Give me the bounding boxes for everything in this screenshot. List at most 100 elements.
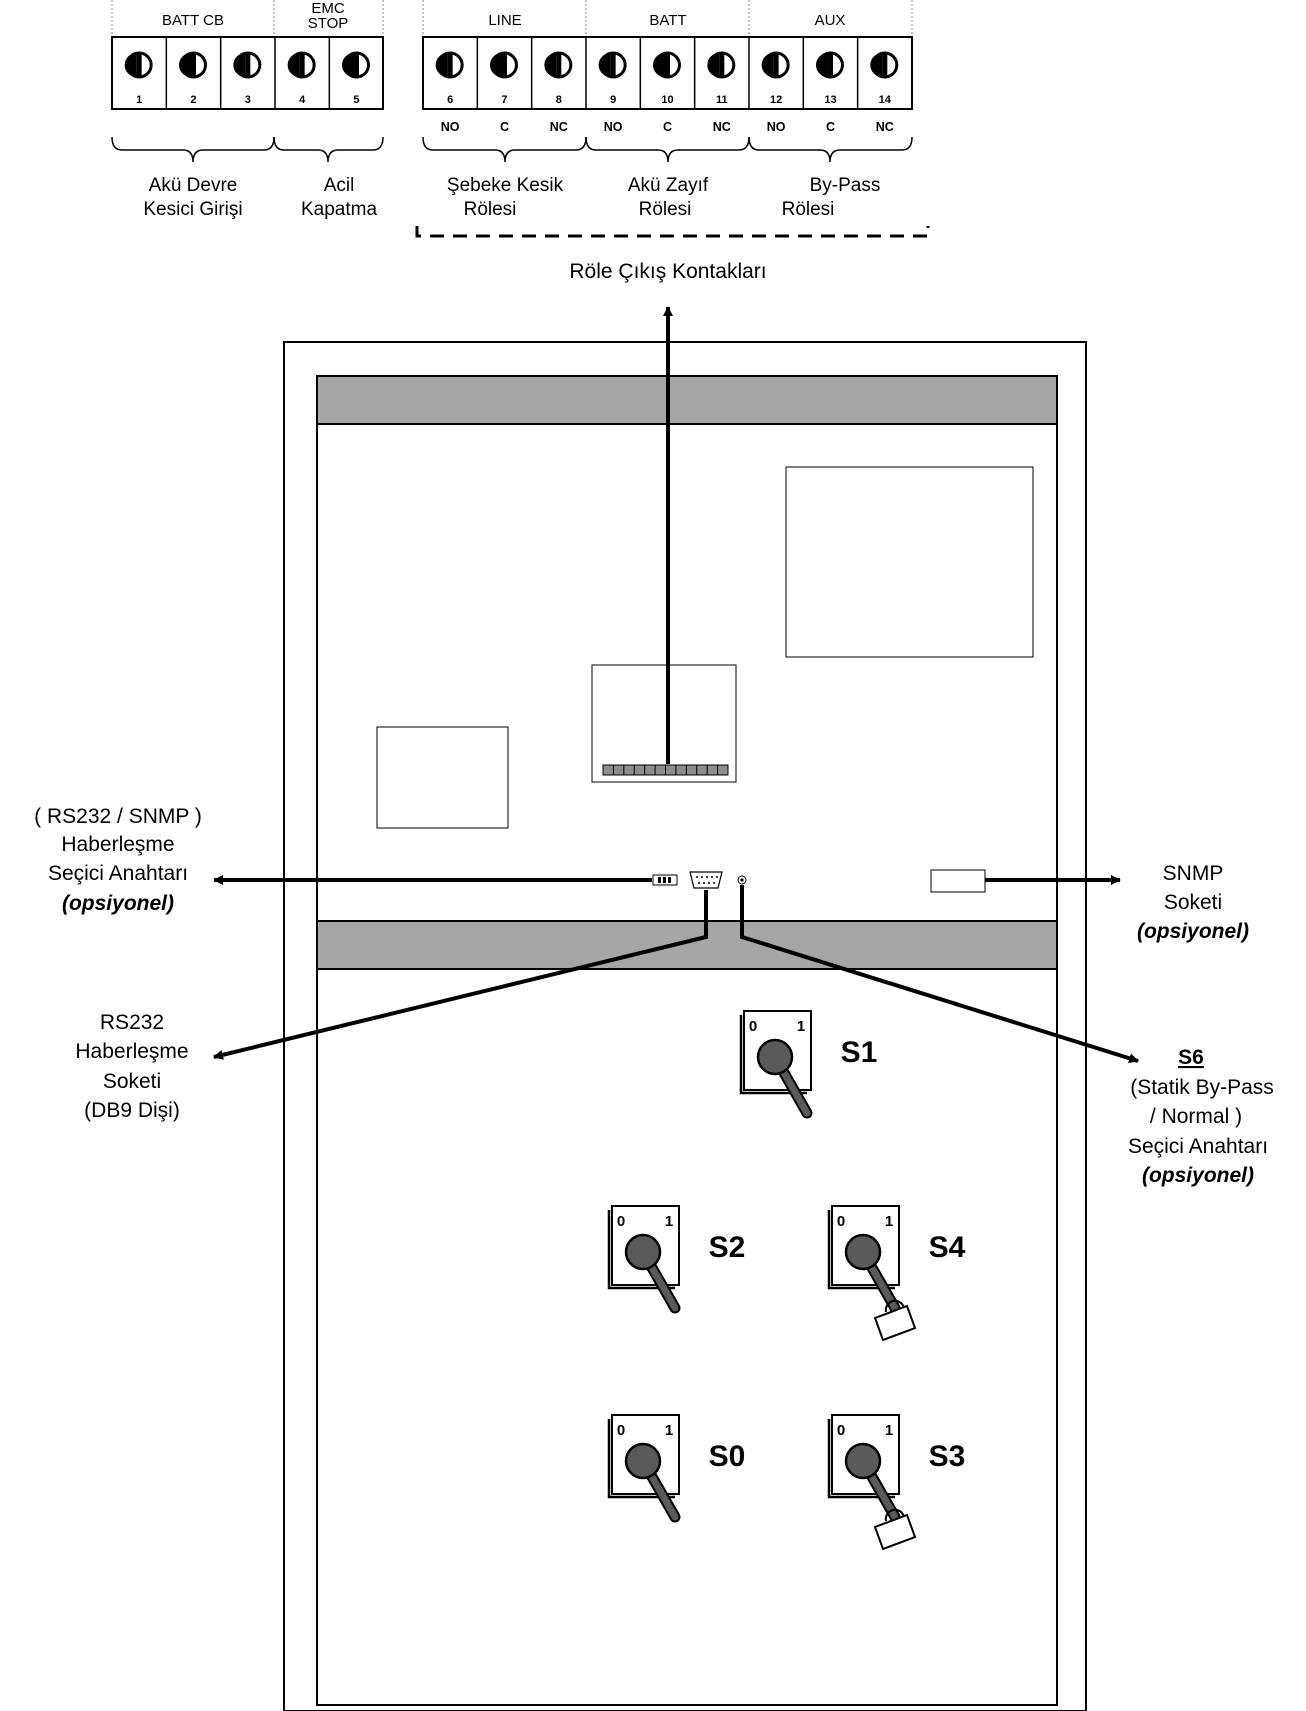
rotary-knob-icon [756, 1038, 813, 1119]
relay-outputs-bracket [415, 226, 930, 238]
snmp-optional: (opsiyonel) [1137, 920, 1249, 943]
padlock-icon [873, 1508, 917, 1551]
contact-label: NC [550, 120, 568, 134]
rs232-line3: Soketi [103, 1070, 161, 1093]
group-acil-2: Kapatma [301, 199, 377, 220]
db9-connector [689, 871, 723, 889]
terminal-screw-icon [707, 51, 736, 79]
terminal-screw-icon [652, 51, 681, 79]
switch-position-1: 1 [885, 1422, 893, 1439]
contact-label: NO [767, 120, 786, 134]
group-aku-devre-2: Kesici Girişi [143, 199, 242, 220]
header-emc: EMC [311, 0, 345, 17]
header-aux: AUX [815, 12, 846, 29]
terminal-number: 5 [353, 94, 359, 106]
switch-position-1: 1 [665, 1422, 673, 1439]
terminal-screw-icon [544, 51, 573, 79]
callout-rs232-socket: RS232 Haberleşme Soketi (DB9 Dişi) [75, 1011, 188, 1122]
contact-label: C [663, 120, 672, 134]
rs232-line4: (DB9 Dişi) [84, 1099, 180, 1122]
ups-cabinet [283, 341, 1087, 1711]
terminal-number: 6 [447, 94, 453, 106]
comm-selector-line1: ( RS232 / SNMP ) [34, 805, 202, 828]
switch-position-0: 0 [837, 1422, 845, 1439]
terminal-screw-icon [178, 51, 207, 79]
contact-label: C [500, 120, 509, 134]
s6-title: S6 [1178, 1046, 1204, 1069]
control-board [785, 466, 1034, 658]
rotary-knob-icon [844, 1442, 901, 1523]
group-bypass-2: Rölesi [782, 199, 835, 220]
rotary-knob-icon [844, 1233, 901, 1314]
relay-outputs-label: Röle Çıkış Kontakları [569, 260, 766, 283]
switch-position-1: 1 [885, 1213, 893, 1230]
terminal-screw-icon [598, 51, 627, 79]
switch-position-0: 0 [617, 1213, 625, 1230]
comm-selector-optional: (opsiyonel) [62, 892, 174, 915]
switch-label: S2 [709, 1231, 746, 1264]
contact-label: C [826, 120, 835, 134]
terminal-number: 10 [661, 94, 673, 106]
contact-label: NO [604, 120, 623, 134]
switch-position-0: 0 [749, 1018, 757, 1035]
terminal-screw-icon [870, 51, 899, 79]
aux-board [376, 726, 509, 829]
group-aku-zayif-2: Rölesi [639, 199, 692, 220]
terminal-number: 9 [610, 94, 616, 106]
terminal-screw-icon [233, 51, 262, 79]
switch-label: S3 [929, 1440, 966, 1473]
panel-band-middle [316, 920, 1058, 970]
terminal-screw-icon [435, 51, 464, 79]
terminal-number: 11 [716, 94, 728, 106]
callout-comm-selector: ( RS232 / SNMP ) Haberleşme Seçici Anaht… [34, 805, 202, 915]
rotary-knob-icon [624, 1233, 681, 1314]
terminal-screw-icon [489, 51, 518, 79]
switch-position-0: 0 [837, 1213, 845, 1230]
terminal-screw-icon [287, 51, 316, 79]
s6-line2: / Normal ) [1150, 1105, 1242, 1128]
switch-position-0: 0 [617, 1422, 625, 1439]
switch-position-1: 1 [665, 1213, 673, 1230]
callout-arrows [213, 306, 1139, 1064]
terminal-screw-icon [341, 51, 370, 79]
group-sebeke-2: Rölesi [464, 199, 517, 220]
callout-snmp-socket: SNMP Soketi (opsiyonel) [1137, 862, 1249, 943]
terminal-screw-icon [815, 51, 844, 79]
snmp-line2: Soketi [1164, 891, 1222, 914]
switch-s3[interactable]: 0 1S3 [827, 1414, 966, 1551]
switch-s1[interactable]: 0 1S1 [739, 1010, 878, 1119]
panel-band-top [316, 375, 1058, 425]
group-sebeke-1: Şebeke Kesik [447, 175, 564, 196]
switch-position-1: 1 [797, 1018, 805, 1035]
terminal-number: 2 [190, 94, 196, 106]
rs232-line1: RS232 [100, 1011, 164, 1034]
terminal-number: 4 [299, 94, 306, 106]
header-line: LINE [488, 12, 521, 29]
group-aku-zayif-1: Akü Zayıf [628, 175, 709, 196]
contact-label: NC [876, 120, 894, 134]
callout-s6: S6 (Statik By-Pass / Normal ) Seçici Ana… [1128, 1046, 1274, 1187]
switch-label: S1 [841, 1036, 878, 1069]
switch-label: S4 [929, 1231, 966, 1264]
padlock-icon [873, 1299, 917, 1342]
terminal-number: 13 [824, 94, 836, 106]
switch-s2[interactable]: 0 1S2 [607, 1205, 746, 1314]
contact-label: NC [713, 120, 731, 134]
snmp-socket [930, 869, 986, 893]
group-acil-1: Acil [324, 175, 355, 196]
header-batt: BATT [649, 12, 686, 29]
terminal-screw-icon [761, 51, 790, 79]
switch-s4[interactable]: 0 1S4 [827, 1205, 966, 1342]
terminal-number: 12 [770, 94, 782, 106]
terminal-number: 1 [136, 94, 142, 106]
rotary-knob-icon [624, 1442, 681, 1523]
terminal-number: 3 [245, 94, 251, 106]
header-stop: STOP [308, 15, 349, 32]
s6-line3: Seçici Anahtarı [1128, 1135, 1268, 1158]
terminal-number: 7 [501, 94, 507, 106]
snmp-line1: SNMP [1163, 862, 1224, 885]
